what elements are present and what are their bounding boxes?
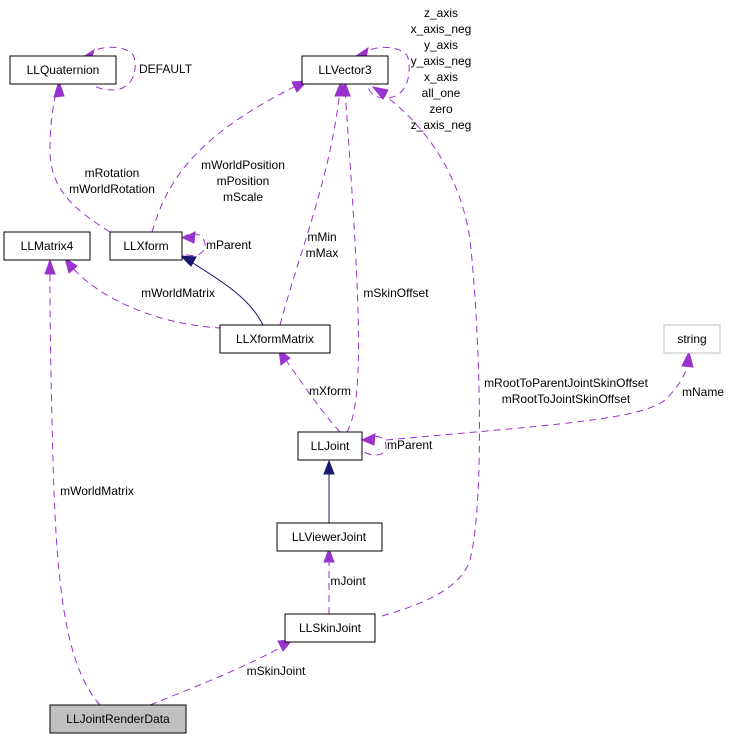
arrowhead-joint-string	[681, 350, 694, 368]
edge-joint-xformmatrix	[282, 355, 341, 433]
arrowhead-joint-xformmatrix	[278, 348, 291, 366]
label-xformmatrix-minmax-1: mMax	[306, 246, 339, 260]
label-xform-position-0: mWorldPosition	[201, 158, 285, 172]
edge-xform-vector3	[151, 83, 301, 233]
node-label-llskinjoint: LLSkinJoint	[299, 621, 362, 635]
label-vector3-self-7: z_axis_neg	[411, 118, 472, 132]
node-label-llxformmatrix: LLXformMatrix	[236, 332, 314, 346]
edge-xformmatrix-xform-inherit	[187, 259, 264, 326]
label-joint-xform: mXform	[309, 384, 351, 398]
label-xform-position-1: mPosition	[217, 174, 270, 188]
edge-xformmatrix-vector3	[279, 89, 341, 326]
node-label-llviewerjoint: LLViewerJoint	[292, 530, 367, 544]
edge-renderdata-matrix4	[49, 267, 101, 706]
arrowhead-joint-self	[360, 433, 376, 446]
label-skinjoint-offsets-1: mRootToJointSkinOffset	[502, 392, 631, 406]
arrowhead-viewerjoint-joint	[323, 459, 335, 475]
node-llmatrix4[interactable]: LLMatrix4	[3, 231, 91, 261]
node-lljointrenderdata[interactable]: LLJointRenderData	[49, 704, 187, 734]
label-vector3-self-0: z_axis	[424, 6, 458, 20]
label-xformmatrix-minmax-0: mMin	[307, 230, 336, 244]
label-skinjoint-offsets-0: mRootToParentJointSkinOffset	[484, 376, 649, 390]
label-vector3-self-2: y_axis	[424, 38, 458, 52]
edge-vector3-self	[361, 46, 410, 99]
node-llxform[interactable]: LLXform	[109, 231, 183, 261]
edge-renderdata-skinjoint	[149, 644, 286, 706]
label-vector3-self-6: zero	[429, 102, 453, 116]
arrowhead-joint-vector3	[339, 80, 351, 97]
node-label-lljoint: LLJoint	[311, 439, 350, 453]
arrowhead-xform-self	[181, 231, 196, 244]
node-label-string: string	[677, 332, 706, 346]
label-joint-name: mName	[682, 385, 724, 399]
edge-joint-self	[363, 435, 387, 456]
edge-xformmatrix-matrix4	[69, 264, 223, 329]
arrowhead-xformmatrix-matrix4	[64, 256, 78, 274]
label-xformmatrix-worldmatrix: mWorldMatrix	[141, 286, 215, 300]
node-label-llquaternion: LLQuaternion	[27, 63, 100, 77]
label-vector3-self-3: y_axis_neg	[411, 54, 472, 68]
arrowhead-renderdata-matrix4	[44, 258, 56, 275]
arrowhead-xform-quaternion	[53, 79, 65, 98]
node-llskinjoint[interactable]: LLSkinJoint	[284, 613, 376, 643]
node-llviewerjoint[interactable]: LLViewerJoint	[276, 522, 383, 552]
label-vector3-self-5: all_one	[422, 86, 461, 100]
label-xform-rotation-0: mRotation	[85, 166, 140, 180]
node-llvector3[interactable]: LLVector3	[301, 55, 389, 85]
edge-skinjoint-vector3	[379, 91, 480, 617]
label-vector3-self-1: x_axis_neg	[411, 22, 472, 36]
label-joint-skinoffset: mSkinOffset	[363, 286, 429, 300]
label-skinjoint-joint: mJoint	[330, 574, 366, 588]
label-xform-position-2: mScale	[223, 190, 263, 204]
edge-xform-quaternion	[49, 84, 111, 233]
arrowhead-skinjoint-viewerjoint	[323, 547, 335, 563]
arrowhead-xformmatrix-xform	[179, 255, 197, 267]
edge-joint-vector3	[344, 89, 359, 433]
label-joint-parent: mParent	[387, 438, 433, 452]
node-string[interactable]: string	[663, 324, 721, 354]
label-xform-parent: mParent	[206, 238, 252, 252]
node-label-llvector3: LLVector3	[318, 63, 371, 77]
edge-joint-string	[385, 359, 689, 441]
label-quaternion-default: DEFAULT	[139, 62, 193, 76]
node-label-llmatrix4: LLMatrix4	[21, 239, 74, 253]
node-llxformmatrix[interactable]: LLXformMatrix	[219, 324, 331, 354]
node-lljoint[interactable]: LLJoint	[297, 431, 363, 461]
edge-xform-self	[181, 233, 206, 257]
node-label-llxform: LLXform	[123, 239, 168, 253]
node-label-lljointrenderdata: LLJointRenderData	[66, 712, 170, 726]
label-xform-rotation-1: mWorldRotation	[69, 182, 155, 196]
label-renderdata-skinjoint: mSkinJoint	[247, 664, 306, 678]
label-renderdata-worldmatrix: mWorldMatrix	[60, 484, 134, 498]
label-vector3-self-4: x_axis	[424, 70, 458, 84]
arrowhead-skinjoint-vector3	[371, 86, 389, 100]
node-llquaternion[interactable]: LLQuaternion	[9, 55, 117, 85]
